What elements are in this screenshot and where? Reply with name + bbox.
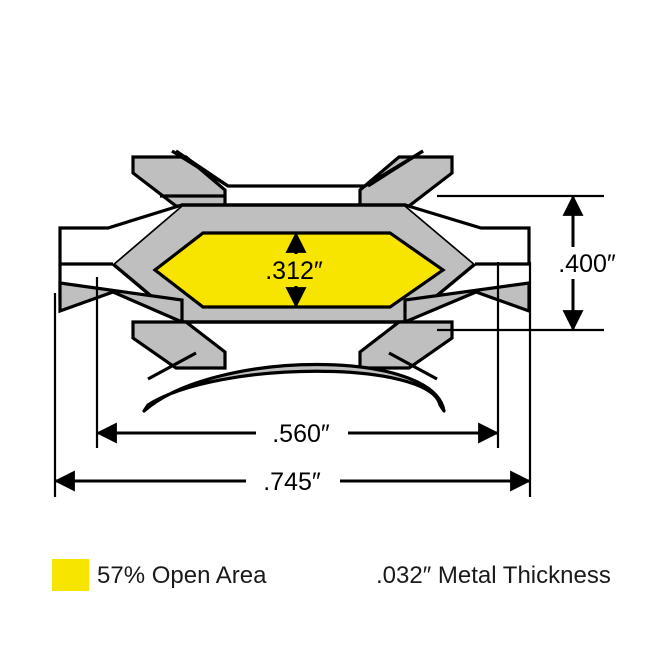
chevron-tail-top-left [175,149,229,188]
mesh-geometry [58,149,531,413]
legend: 57% Open Area .032″ Metal Thickness [52,559,611,591]
dim-400-label: .400″ [558,250,616,278]
dim-312-text-backing [253,254,335,286]
open-area-swatch [52,559,89,591]
node-right-outline [404,203,531,266]
chevron-tail-bottom-right [388,351,438,381]
dim-312-label: .312″ [265,257,323,285]
open-area-label: 57% Open Area [97,562,267,589]
dim-745-label: .745″ [263,468,321,496]
metal-thickness-label: .032″ Metal Thickness [376,562,611,589]
chevron-tail-top-right [367,149,424,188]
dimension-overall-width: .745″ [53,262,532,497]
dimension-long-way-opening: .560″ [95,262,500,449]
strand-bottom-left-lower [131,320,227,370]
strand-bottom-arc [142,362,446,413]
node-left-outline [58,203,183,266]
dim-745-text-backing [246,465,340,497]
strand-left-horizontal [58,281,184,325]
chevron-tail-bottom-left [147,351,197,381]
dim-400-text-backing [539,247,637,279]
dimension-overall-height: .400″ [437,194,637,332]
dim-560-label: .560″ [272,420,330,448]
dim-560-text-backing [256,417,348,449]
dimension-short-way-opening: .312″ [253,231,335,309]
